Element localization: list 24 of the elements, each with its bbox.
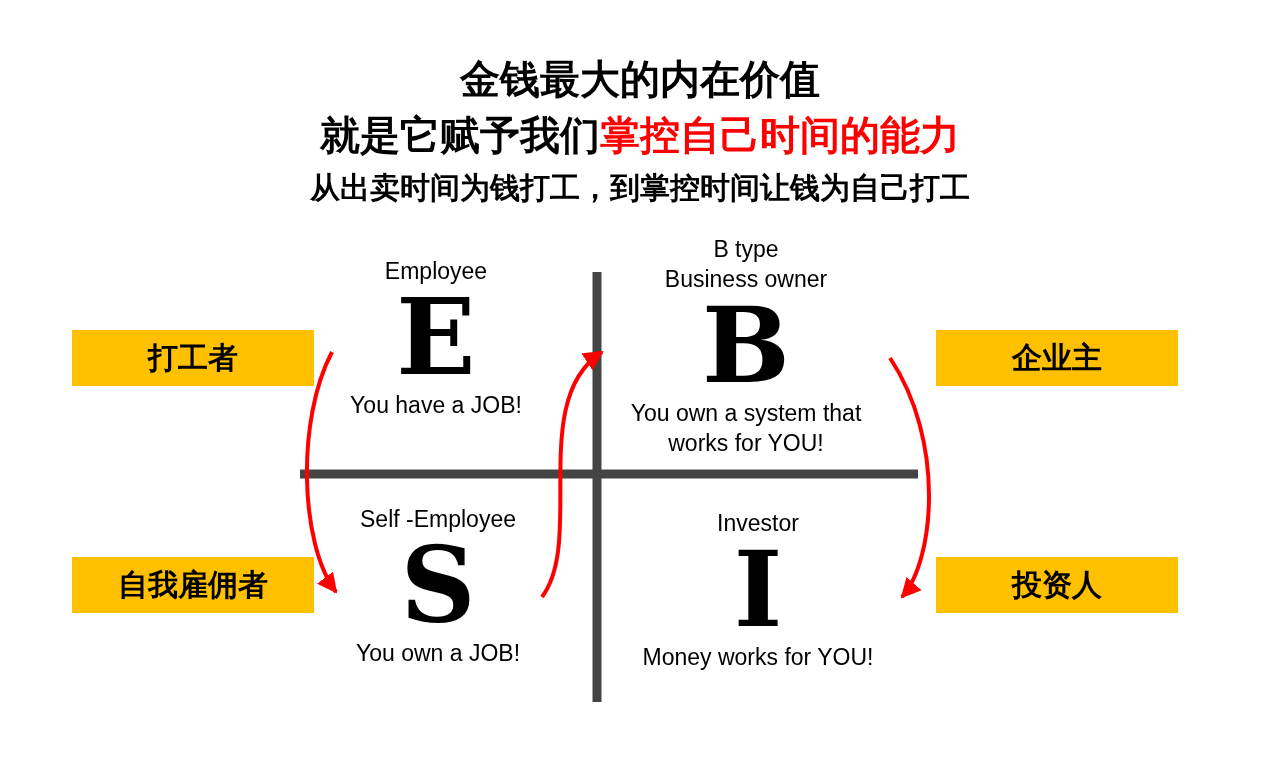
subtitle: 从出卖时间为钱打工，到掌控时间让钱为自己打工 [310, 170, 970, 205]
quadrant-letter: I [733, 542, 783, 638]
heading-text: 就是它赋予我们 [320, 112, 600, 158]
category-label: 打工者 [72, 330, 314, 386]
heading-text: 掌控自己时间的能力 [600, 112, 960, 158]
arrow [305, 351, 338, 594]
title: 金钱最大的内在价值 [458, 55, 821, 104]
quadrant-letter: E [396, 290, 476, 386]
description-text: You own a system that works for YOU! [629, 399, 863, 458]
quadrant-letter: S [400, 538, 476, 634]
role-caption: B type [713, 235, 779, 264]
description-text: You own a JOB! [355, 639, 521, 668]
arrow [888, 357, 931, 599]
category-label: 企业主 [936, 330, 1178, 386]
category-label: 自我雇佣者 [72, 557, 314, 613]
description-text: Money works for YOU! [642, 643, 874, 672]
category-label: 投资人 [936, 557, 1178, 613]
role-caption: Self -Employee [360, 505, 516, 534]
description-text: You have a JOB! [350, 391, 522, 420]
role-caption: Business owner [664, 265, 828, 294]
quadrant-letter: B [702, 298, 790, 394]
role-caption: Investor [717, 509, 799, 538]
role-caption: Employee [384, 257, 488, 286]
arrow [540, 350, 604, 598]
